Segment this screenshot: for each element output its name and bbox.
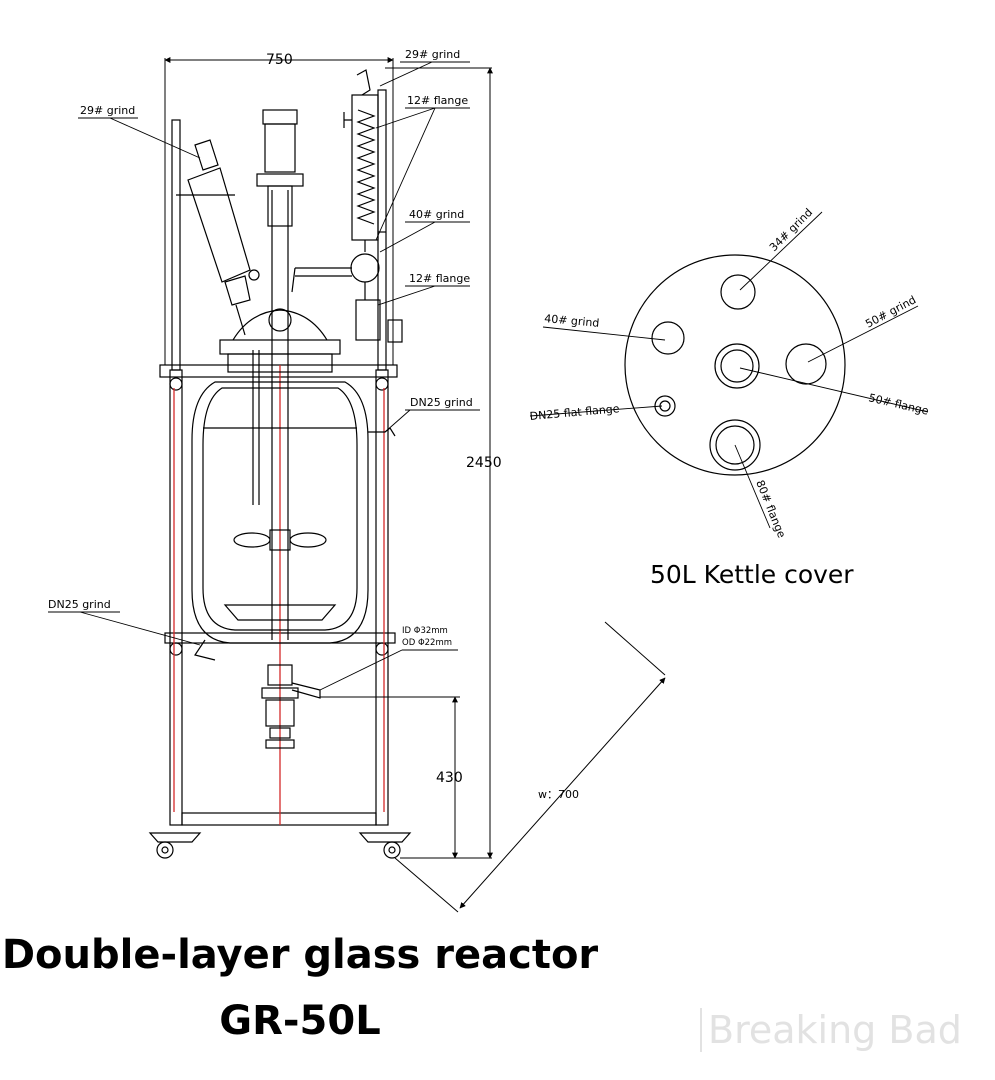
leader-lines <box>48 61 480 691</box>
dim-leg-label: 430 <box>436 770 463 786</box>
label-29-grind-left: 29# grind <box>80 104 135 117</box>
label-29-grind-top: 29# grind <box>405 48 460 61</box>
dimension-lines <box>164 57 666 913</box>
addition-funnel <box>187 139 260 336</box>
cover-label-40-grind: 40# grind <box>544 312 600 330</box>
label-od: OD Φ22mm <box>402 638 452 648</box>
cover-leaders <box>529 211 929 529</box>
port-34-grind <box>720 274 756 310</box>
kettle-cover <box>624 254 846 476</box>
dim-width-label: 750 <box>266 52 293 68</box>
label-id: ID Φ32mm <box>402 626 448 636</box>
label-dn25-grind-right: DN25 grind <box>410 396 473 409</box>
cover-label-50-flange: 50# flange <box>867 391 930 417</box>
cover-title: 50L Kettle cover <box>650 560 854 589</box>
red-tubes <box>173 365 385 825</box>
port-dn25-flat <box>654 395 676 417</box>
watermark: Breaking Bad <box>700 1008 962 1052</box>
reactor-vessel <box>191 109 396 749</box>
cover-label-50-grind: 50# grind <box>863 293 918 330</box>
label-dn25-grind-left: DN25 grind <box>48 598 111 611</box>
drawing-title: Double-layer glass reactor <box>1 932 599 978</box>
cover-label-34-grind: 34# grind <box>767 206 815 254</box>
port-50-grind <box>785 343 827 385</box>
reflux-condenser <box>291 69 403 343</box>
depth-label: w：700 <box>538 788 579 801</box>
port-80-flange <box>709 419 761 471</box>
port-40-grind <box>651 321 685 355</box>
label-12-flange-top: 12# flange <box>407 94 468 107</box>
port-50-flange <box>714 343 760 389</box>
label-12-flange-mid: 12# flange <box>409 272 470 285</box>
dim-height-label: 2450 <box>466 455 502 471</box>
cover-label-80-flange: 80# flange <box>753 478 788 540</box>
drawing-model: GR-50L <box>219 998 381 1044</box>
label-40-grind: 40# grind <box>409 208 464 221</box>
cover-label-dn25-flat: DN25 flat flange <box>529 402 620 423</box>
